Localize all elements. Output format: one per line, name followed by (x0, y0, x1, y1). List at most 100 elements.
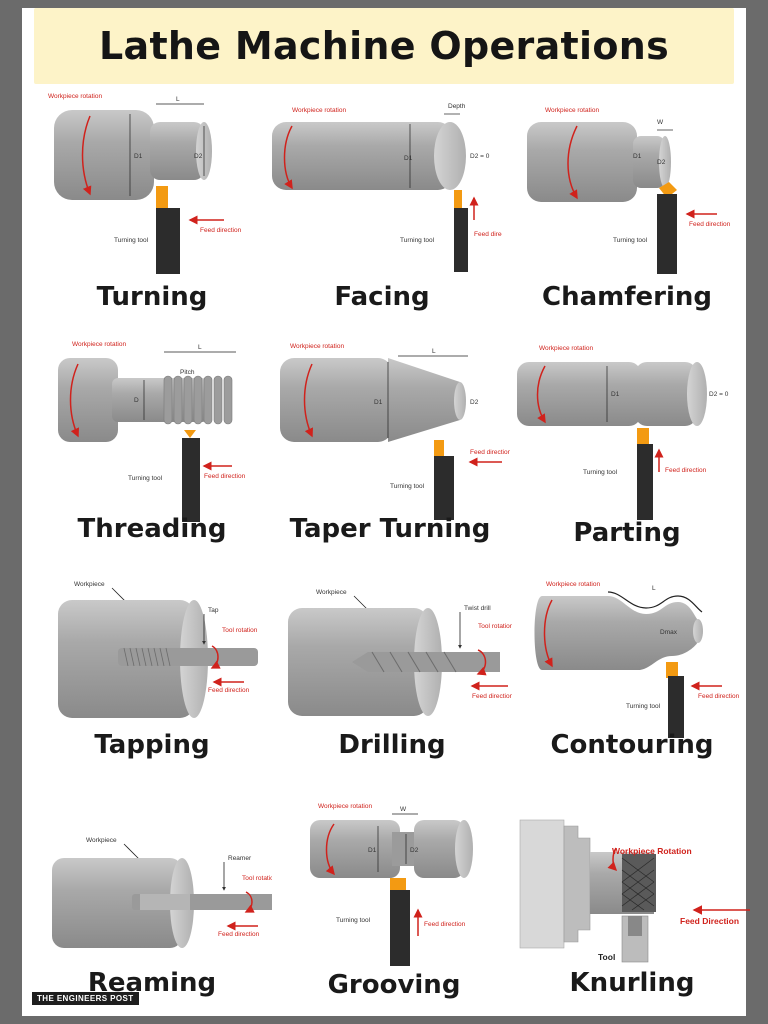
label-workpiece: Workpiece (74, 581, 105, 588)
label-turning-tool: Turning tool (336, 917, 371, 924)
label-d1: D1 (134, 153, 143, 160)
threading-diagram: Workpiece rotation D L Pitch Turning too… (58, 341, 246, 522)
label-feed-direction: Feed direction (204, 473, 246, 480)
label-workpiece-rotation: Workpiece rotation (539, 345, 593, 352)
label-d1: D1 (368, 847, 377, 854)
parting-diagram: Workpiece rotation D1 D2 = 0 Feed direct… (517, 345, 729, 520)
label-workpiece: Workpiece (316, 589, 347, 596)
label-feed-direction: Feed direction (689, 221, 731, 228)
drill-flutes (371, 651, 457, 673)
op-tapping: Workpiece Tap Tool rotation Feed directi… (32, 578, 272, 778)
label-d2-zero: D2 = 0 (470, 153, 490, 160)
taper-turning-diagram: Workpiece rotation D1 D2 L Feed directio… (280, 343, 510, 520)
label-length: L (198, 344, 202, 351)
label-d2-zero: D2 = 0 (709, 391, 729, 398)
op-grooving: Workpiece rotation D1 D2 W Feed directio… (274, 798, 514, 1008)
label-feed-direction: Feed direction (472, 693, 512, 700)
knurl-pattern (621, 857, 655, 911)
turning-diagram: Workpiece rotation D1 D2 L Turning tool … (48, 93, 242, 274)
label-d1: D1 (633, 153, 642, 160)
label-feed-direction: Feed direction (218, 931, 260, 938)
op-title-parting: Parting (573, 518, 681, 548)
label-tool-rotation: Tool rotation (478, 623, 512, 630)
title-banner: Lathe Machine Operations (34, 8, 734, 84)
label-workpiece-rotation: Workpiece rotation (546, 581, 600, 588)
label-turning-tool: Turning tool (626, 703, 661, 710)
label-feed-direction: Feed direction (665, 467, 707, 474)
label-d2: D2 (410, 847, 419, 854)
label-turning-tool: Turning tool (128, 475, 163, 482)
op-facing: Workpiece rotation D1 D2 = 0 Depth Feed … (262, 90, 502, 312)
label-turning-tool: Turning tool (400, 237, 435, 244)
label-turning-tool: Turning tool (114, 237, 149, 244)
label-pitch: Pitch (180, 369, 195, 376)
op-title-tapping: Tapping (94, 730, 210, 760)
label-twist-drill: Twist drill (464, 605, 491, 612)
op-title-grooving: Grooving (327, 970, 461, 1000)
label-workpiece-rotation: Workpiece rotation (72, 341, 126, 348)
op-title-drilling: Drilling (338, 730, 446, 760)
op-title-knurling: Knurling (569, 968, 695, 998)
knurling-diagram: Workpiece Rotation Tool Feed Direction (519, 819, 750, 963)
label-d2: D2 (194, 153, 203, 160)
op-turning: Workpiece rotation D1 D2 L Turning tool … (32, 90, 272, 312)
brand-badge: THE ENGINEERS POST (32, 992, 139, 1005)
op-knurling: Workpiece Rotation Tool Feed Direction K… (512, 808, 752, 1008)
label-feed-direction: Feed Direction (680, 916, 739, 926)
label-tool-rotation: Tool rotation (242, 875, 272, 882)
op-contouring: Workpiece rotation L Dmax Feed direction… (512, 578, 752, 778)
poster: Lathe Machine Operations Workpiece rotat… (22, 8, 750, 1016)
label-feed-direction: Feed direction (424, 921, 466, 928)
label-reamer: Reamer (228, 855, 252, 862)
op-threading: Workpiece rotation D L Pitch Turning too… (32, 338, 272, 558)
chamfering-diagram: Workpiece rotation D1 D2 W Turning tool … (527, 107, 731, 274)
label-workpiece-rotation: Workpiece Rotation (612, 846, 692, 856)
label-turning-tool: Turning tool (583, 469, 618, 476)
drilling-diagram: Workpiece Twist drill Tool rotation Feed… (288, 589, 512, 716)
label-length: L (652, 585, 656, 592)
grooving-diagram: Workpiece rotation D1 D2 W Feed directio… (310, 803, 473, 966)
op-parting: Workpiece rotation D1 D2 = 0 Feed direct… (507, 338, 747, 558)
op-title-contouring: Contouring (550, 730, 714, 760)
label-feed-direction: Feed direction (470, 449, 510, 456)
label-dmax: Dmax (660, 629, 678, 636)
op-title-threading: Threading (77, 514, 227, 544)
label-workpiece-rotation: Workpiece rotation (290, 343, 344, 350)
label-tap: Tap (208, 607, 219, 614)
label-d1: D1 (374, 399, 383, 406)
label-d: D (134, 397, 139, 404)
reaming-diagram: Workpiece Reamer Tool rotation Feed dire… (52, 837, 272, 948)
label-depth: Depth (448, 103, 466, 110)
label-turning-tool: Turning tool (613, 237, 648, 244)
op-title-chamfering: Chamfering (541, 282, 713, 312)
label-turning-tool: Turning tool (390, 483, 425, 490)
thread-profile (163, 375, 233, 425)
op-title-facing: Facing (334, 282, 430, 312)
contouring-diagram: Workpiece rotation L Dmax Feed direction… (534, 581, 740, 738)
label-d2: D2 (470, 399, 479, 406)
label-d1: D1 (611, 391, 620, 398)
op-title-turning: Turning (96, 282, 208, 312)
op-drilling: Workpiece Twist drill Tool rotation Feed… (272, 578, 512, 778)
label-feed-direction: Feed direction (200, 227, 242, 234)
page-title: Lathe Machine Operations (98, 24, 670, 68)
op-taper-turning: Workpiece rotation D1 D2 L Feed directio… (270, 338, 510, 558)
label-d1: D1 (404, 155, 413, 162)
label-workpiece-rotation: Workpiece rotation (292, 107, 346, 114)
tap-threads (123, 647, 171, 667)
label-tool: Tool (598, 952, 615, 962)
label-d2: D2 (657, 159, 666, 166)
label-workpiece: Workpiece (86, 837, 117, 844)
op-title-taper-turning: Taper Turning (289, 514, 491, 544)
label-feed-direction: Feed direction (208, 687, 250, 694)
label-tool-rotation: Tool rotation (222, 627, 258, 634)
label-feed-direction: Feed direction (698, 693, 740, 700)
op-chamfering: Workpiece rotation D1 D2 W Turning tool … (507, 90, 747, 312)
label-length: L (432, 348, 436, 355)
label-width: W (657, 119, 664, 126)
label-length: L (176, 96, 180, 103)
facing-diagram: Workpiece rotation D1 D2 = 0 Depth Feed … (272, 103, 502, 272)
label-workpiece-rotation: Workpiece rotation (545, 107, 599, 114)
tapping-diagram: Workpiece Tap Tool rotation Feed directi… (58, 581, 258, 718)
op-reaming: Workpiece Reamer Tool rotation Feed dire… (32, 808, 272, 1008)
